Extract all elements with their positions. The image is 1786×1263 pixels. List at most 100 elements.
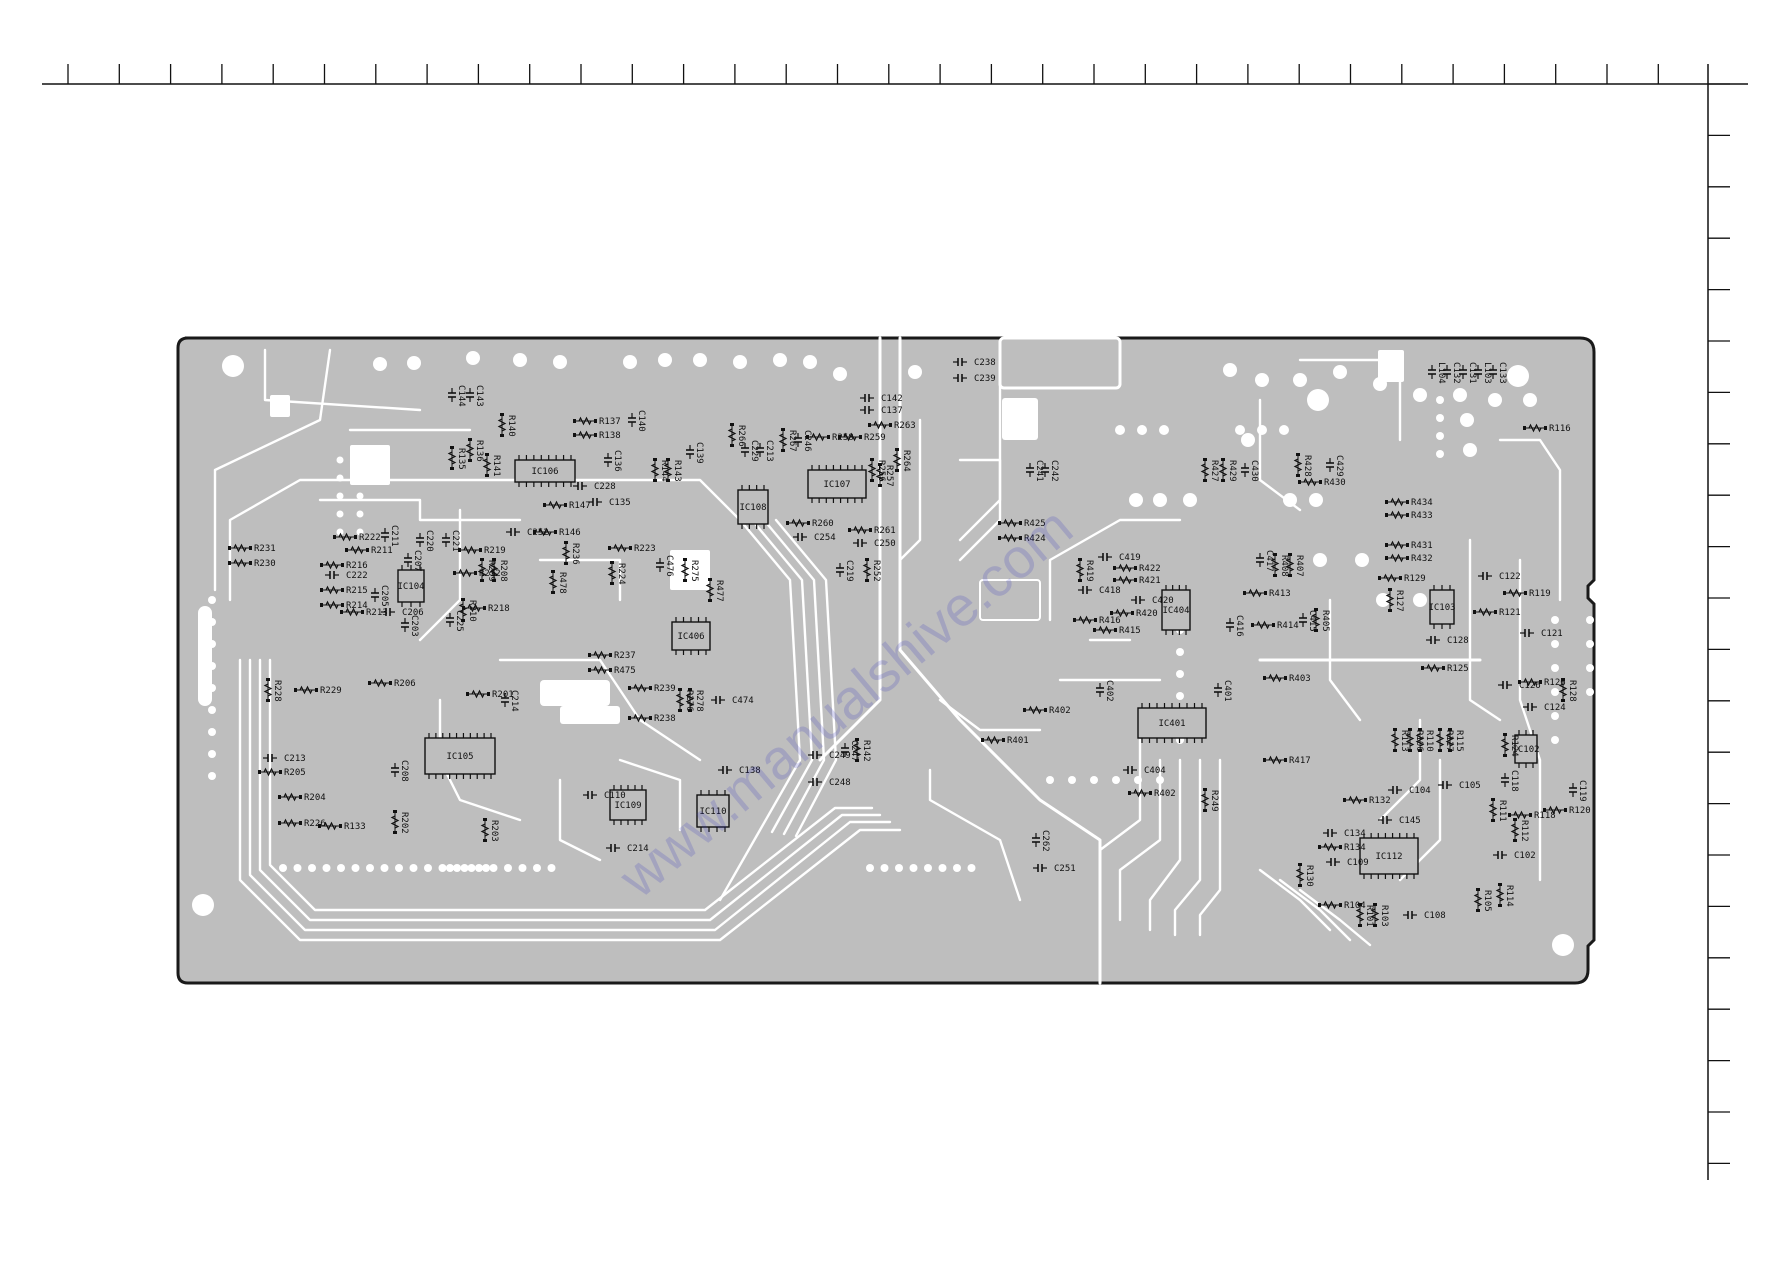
component-label: R203 bbox=[489, 820, 499, 842]
component-label: R230 bbox=[254, 559, 276, 569]
component-label: C135 bbox=[609, 498, 631, 508]
capacitor-c140 bbox=[628, 413, 636, 427]
component-label: R260 bbox=[812, 519, 834, 529]
component-label: R127 bbox=[1394, 590, 1404, 612]
board-islands bbox=[998, 336, 1404, 440]
capacitor-c246 bbox=[794, 433, 802, 447]
component-label: C118 bbox=[1509, 770, 1519, 792]
component-label: C401 bbox=[1222, 680, 1232, 702]
top-ruler bbox=[42, 64, 1748, 85]
component-label: R209 bbox=[486, 560, 496, 582]
ic-label: IC109 bbox=[614, 801, 641, 811]
component-label: R401 bbox=[1007, 736, 1029, 746]
component-label: R116 bbox=[1549, 424, 1571, 434]
component-label: C137 bbox=[881, 406, 903, 416]
ic-label: IC112 bbox=[1375, 852, 1402, 862]
component-label: R224 bbox=[616, 563, 626, 585]
ic-label: IC110 bbox=[699, 807, 726, 817]
component-label: C205 bbox=[379, 585, 389, 607]
component-label: C102 bbox=[1514, 851, 1536, 861]
component-label: R239 bbox=[654, 684, 676, 694]
component-label: C262 bbox=[1040, 830, 1050, 852]
component-label: R126 bbox=[1544, 678, 1566, 688]
capacitor-c241 bbox=[1026, 463, 1034, 477]
resistor-r205 bbox=[258, 767, 282, 777]
component-label: R208 bbox=[498, 560, 508, 582]
ic-label: IC401 bbox=[1158, 719, 1185, 729]
component-label: R137 bbox=[599, 417, 621, 427]
capacitor-c137 bbox=[860, 406, 874, 414]
component-label: R228 bbox=[272, 680, 282, 702]
capacitor-c102 bbox=[1493, 851, 1507, 859]
passive-components bbox=[228, 358, 1577, 927]
component-label: C249 bbox=[829, 751, 851, 761]
capacitor-c144 bbox=[448, 388, 456, 402]
capacitor-c208 bbox=[391, 763, 399, 777]
capacitor-c415 bbox=[1299, 613, 1307, 627]
component-label: R134 bbox=[1344, 843, 1366, 853]
resistor-r216 bbox=[320, 560, 344, 570]
ic-label: IC103 bbox=[1428, 603, 1455, 613]
component-label: C239 bbox=[974, 374, 996, 384]
resistor-r427 bbox=[1200, 458, 1210, 482]
resistor-r276 bbox=[675, 688, 685, 712]
component-label: R257 bbox=[884, 465, 894, 487]
capacitor-c214 bbox=[501, 693, 509, 707]
component-label: R117 bbox=[1444, 730, 1454, 752]
capacitor-c128 bbox=[1426, 636, 1440, 644]
capacitor-c109 bbox=[1326, 858, 1340, 866]
component-label: R477 bbox=[714, 580, 724, 602]
resistor-r133 bbox=[318, 821, 342, 831]
ic-ic401: IC401 bbox=[1137, 703, 1207, 743]
component-label: R421 bbox=[1139, 576, 1161, 586]
capacitor-c404 bbox=[1123, 766, 1137, 774]
resistor-r228 bbox=[263, 678, 273, 702]
component-label: C213 bbox=[284, 754, 306, 764]
capacitor-l104 bbox=[1428, 365, 1436, 379]
component-label: R434 bbox=[1411, 498, 1433, 508]
capacitor-c122 bbox=[1478, 572, 1492, 580]
component-label: R118 bbox=[1534, 811, 1556, 821]
capacitor-c417 bbox=[1256, 553, 1264, 567]
resistor-r416 bbox=[1073, 615, 1097, 625]
capacitor-c262 bbox=[1032, 833, 1040, 847]
resistor-r408 bbox=[1270, 553, 1280, 577]
component-label: R427 bbox=[1209, 460, 1219, 482]
component-label: R425 bbox=[1024, 519, 1046, 529]
component-label: R124 bbox=[1509, 735, 1519, 757]
component-label: C131 bbox=[1467, 362, 1477, 384]
component-label: R147 bbox=[569, 501, 591, 511]
resistor-r121 bbox=[1473, 607, 1497, 617]
component-label: R405 bbox=[1320, 610, 1330, 632]
component-label: R414 bbox=[1277, 621, 1299, 631]
ic-label: IC404 bbox=[1162, 606, 1189, 616]
resistor-r130 bbox=[1295, 863, 1305, 887]
component-label: C416 bbox=[1234, 615, 1244, 637]
capacitor-c220 bbox=[416, 533, 424, 547]
ic-ic107: IC107 bbox=[807, 465, 867, 503]
capacitor-c476 bbox=[656, 558, 664, 572]
component-label: R261 bbox=[874, 526, 896, 536]
component-label: R408 bbox=[1279, 555, 1289, 577]
resistor-r140 bbox=[497, 413, 507, 437]
capacitor-c138 bbox=[718, 766, 732, 774]
capacitor-c213 bbox=[756, 443, 764, 457]
capacitor-c211 bbox=[381, 528, 389, 542]
resistor-r215 bbox=[320, 585, 344, 595]
component-label: R212 bbox=[479, 569, 501, 579]
capacitor-c124 bbox=[1523, 703, 1537, 711]
component-label: R216 bbox=[346, 561, 368, 571]
resistor-r261 bbox=[848, 525, 872, 535]
resistor-r143 bbox=[663, 458, 673, 482]
component-label: R144 bbox=[659, 460, 669, 482]
component-label: R256 bbox=[876, 460, 886, 482]
component-label: R266 bbox=[736, 425, 746, 447]
resistor-r212 bbox=[453, 568, 477, 578]
component-label: R215 bbox=[346, 586, 368, 596]
capacitor-c145 bbox=[1378, 816, 1392, 824]
capacitor-c119 bbox=[1569, 783, 1577, 797]
component-label: R429 bbox=[1227, 460, 1237, 482]
capacitor-c108 bbox=[1403, 911, 1417, 919]
resistor-r203 bbox=[480, 818, 490, 842]
capacitor-c402 bbox=[1096, 683, 1104, 697]
